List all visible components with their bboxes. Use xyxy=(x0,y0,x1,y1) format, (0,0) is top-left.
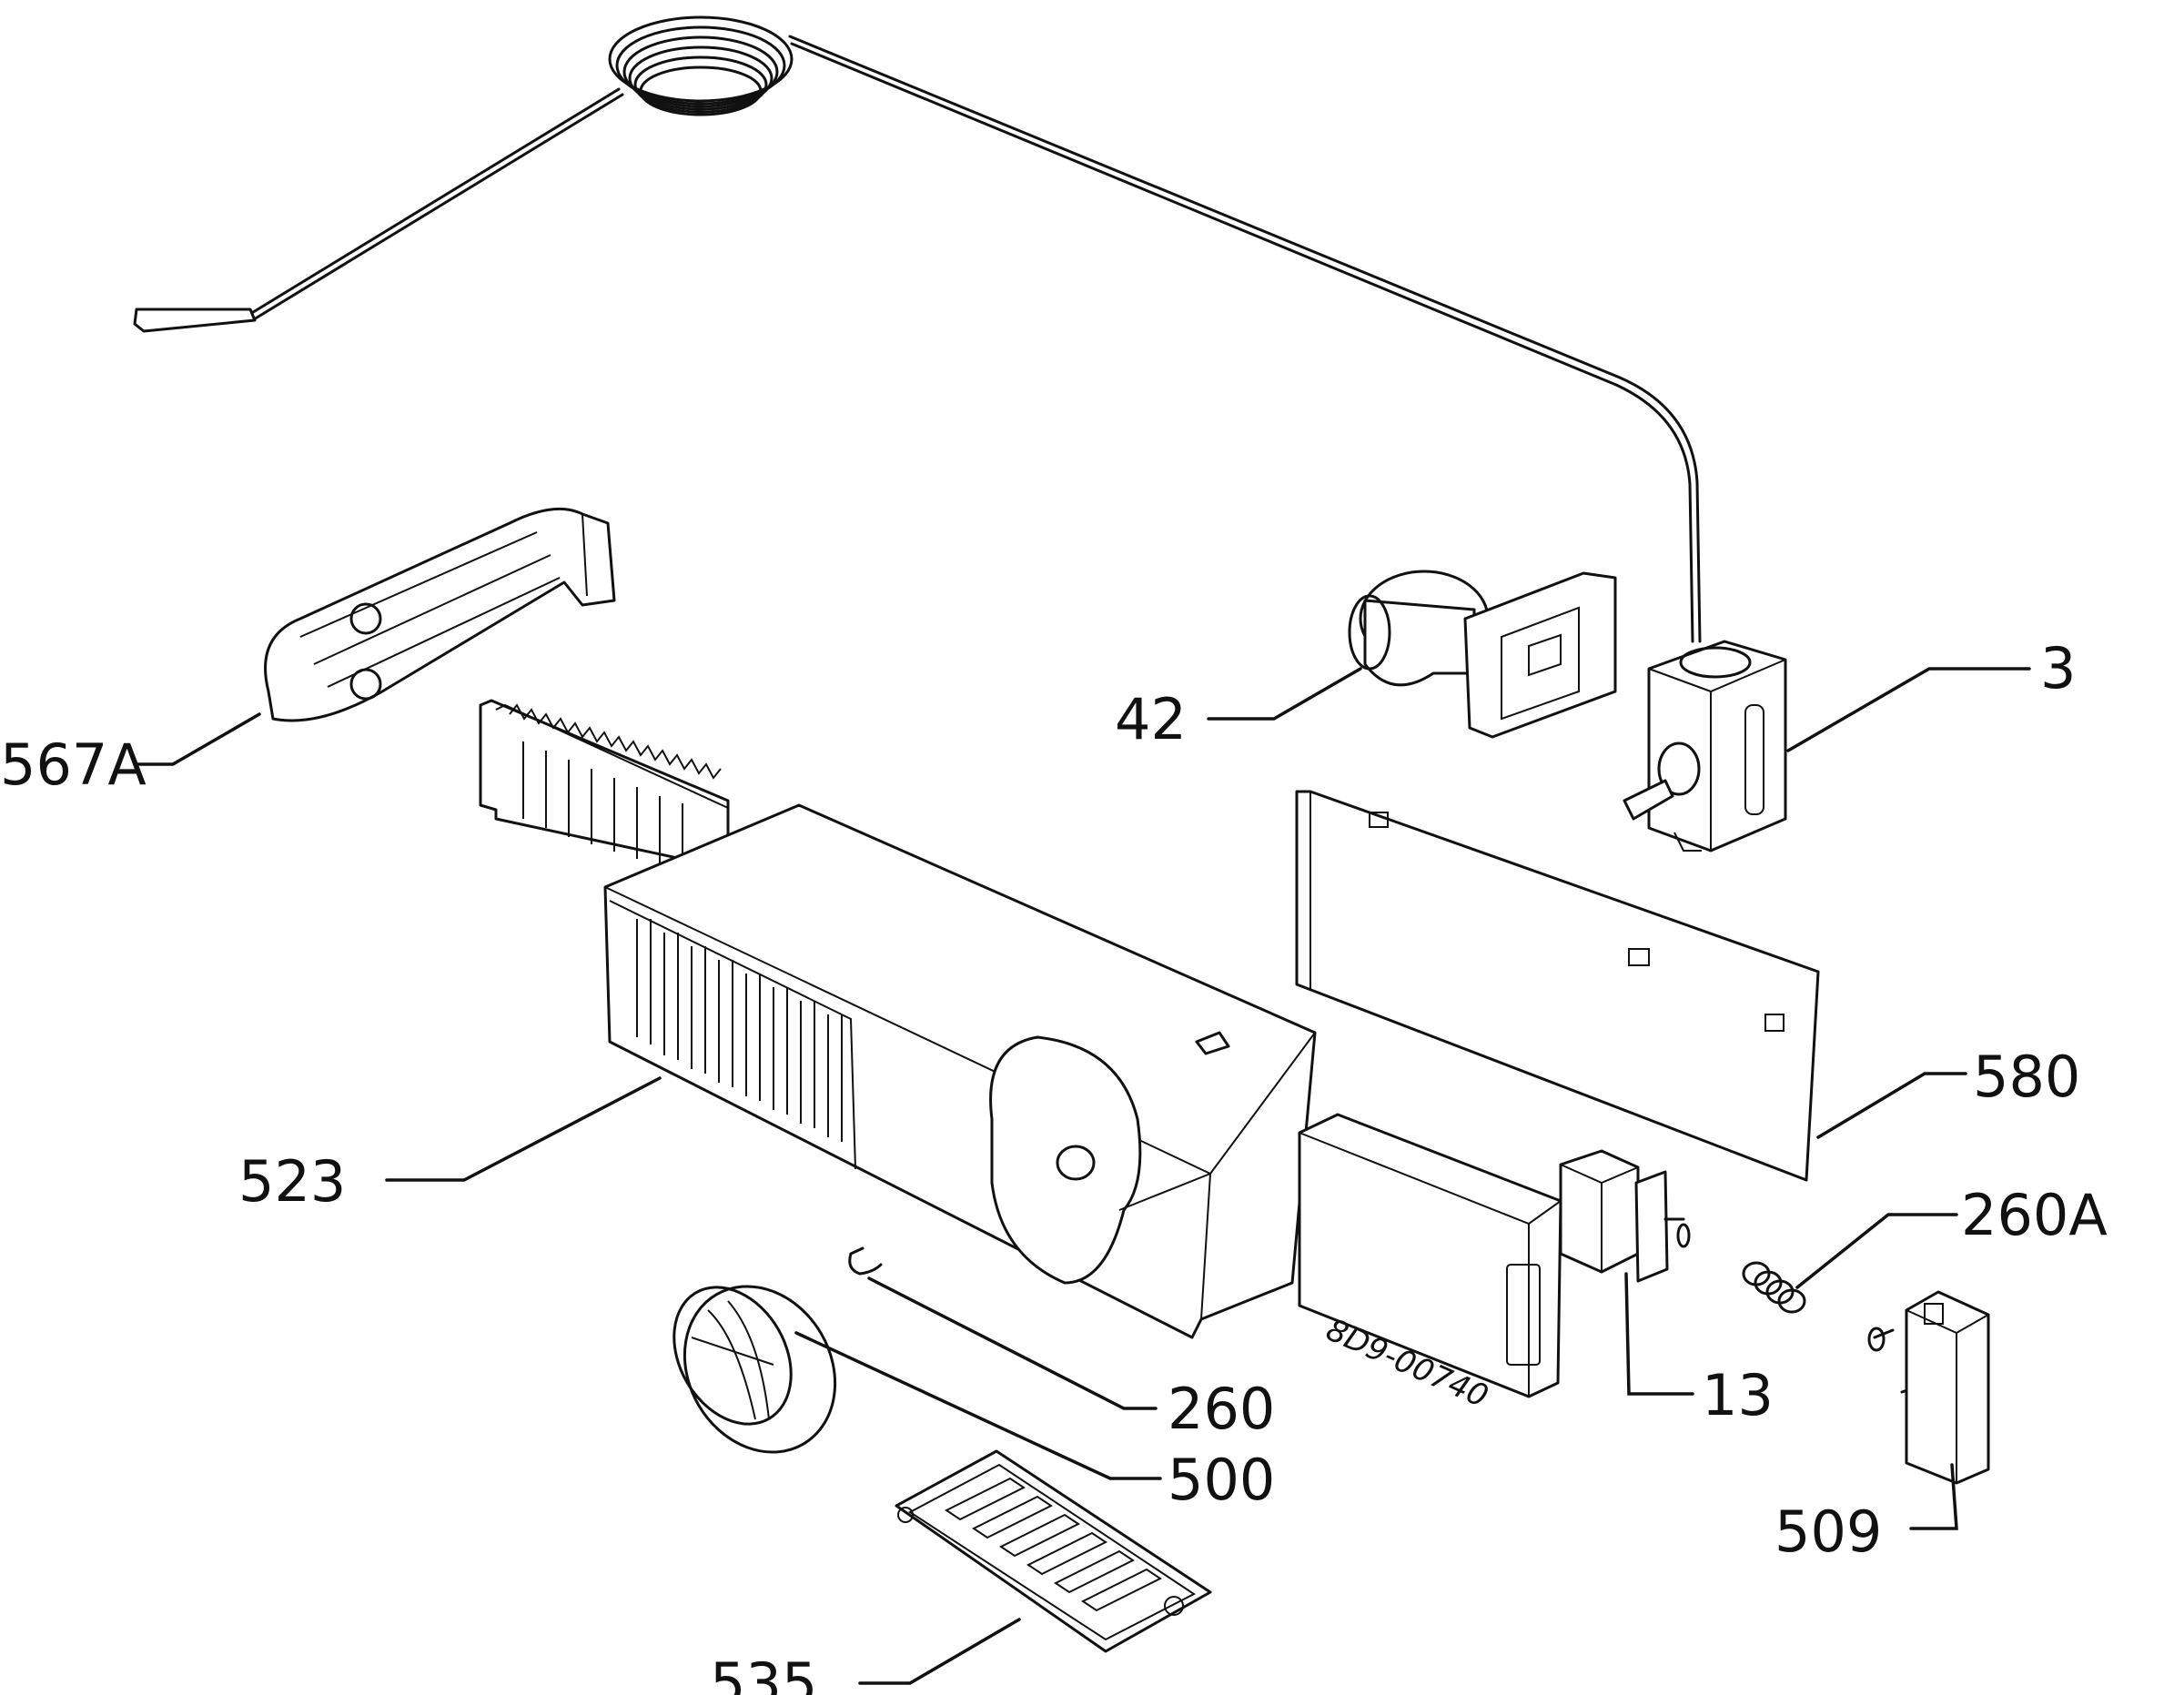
part-500-knob xyxy=(672,1285,837,1454)
label-260: 260 xyxy=(1168,1376,1275,1442)
leader-509 xyxy=(1909,1463,1958,1530)
label-260a: 260A xyxy=(1961,1182,2108,1248)
part-260a-spring xyxy=(1742,1261,1806,1314)
leader-500 xyxy=(794,1331,1162,1480)
leader-260 xyxy=(867,1276,1158,1410)
leader-42 xyxy=(1207,667,1362,721)
leader-523 xyxy=(385,1076,662,1182)
leader-535 xyxy=(858,1618,1021,1685)
part-580-cover-plate xyxy=(1295,790,1820,1182)
capillary-tube xyxy=(133,15,1702,643)
leader-567a xyxy=(133,712,261,766)
label-523: 523 xyxy=(238,1148,346,1215)
part-3-thermostat xyxy=(1623,640,1787,853)
label-13: 13 xyxy=(1702,1362,1774,1428)
part-523-housing xyxy=(479,699,1317,1339)
label-509: 509 xyxy=(1774,1498,1882,1565)
front-block xyxy=(1298,1113,1562,1398)
leader-260a xyxy=(1795,1213,1958,1289)
label-580: 580 xyxy=(1973,1044,2080,1110)
part-13-switch xyxy=(1559,1149,1691,1283)
leader-13 xyxy=(1624,1272,1694,1396)
label-567a: 567A xyxy=(0,731,147,798)
label-535: 535 xyxy=(710,1650,817,1695)
label-42: 42 xyxy=(1115,686,1187,752)
leader-580 xyxy=(1816,1072,1967,1139)
label-3: 3 xyxy=(2040,635,2076,701)
part-260-clip xyxy=(848,1246,883,1276)
part-567a-bracket xyxy=(264,507,616,722)
leader-3 xyxy=(1786,667,2031,752)
part-509-push-button xyxy=(1867,1290,1990,1485)
part-42-lamp-holder xyxy=(1348,570,1617,739)
part-535-grille xyxy=(895,1449,1212,1653)
label-500: 500 xyxy=(1168,1447,1275,1513)
leader-lines xyxy=(133,667,2031,1685)
